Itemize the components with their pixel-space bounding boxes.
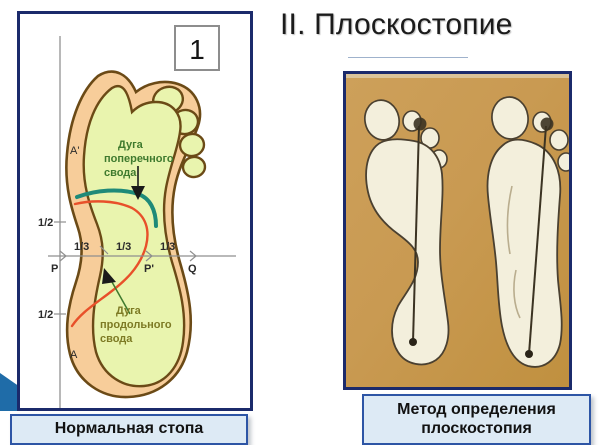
flat-print-sole <box>486 138 563 368</box>
number-badge-box <box>174 25 220 71</box>
measure-label-half-top: 1/2 <box>38 217 53 229</box>
point-label-a-bottom: A <box>70 349 78 361</box>
tick-arrow-p <box>59 250 67 262</box>
normal-foot-illustration: Дуга поперечного свода Дуга продольного … <box>38 25 236 408</box>
longitudinal-arch-pointer-line <box>111 281 131 315</box>
title-underline-rule <box>348 57 468 58</box>
caption-flatfoot-method-line2: плоскостопия <box>421 419 532 437</box>
transverse-arch-label-line3: свода <box>104 167 137 179</box>
flat-print-crease-upper <box>506 185 513 255</box>
footprint-photo-illustration <box>346 74 569 387</box>
flat-print-measure-line <box>528 125 547 355</box>
photo-top-highlight <box>346 74 569 78</box>
flat-print-crease-lower <box>513 269 521 319</box>
normal-print-measure-line <box>412 125 420 343</box>
point-label-a-top: A' <box>70 145 79 157</box>
measure-label-third-1: 1/3 <box>74 241 89 253</box>
point-label-q: Q <box>188 263 197 275</box>
measure-label-third-2: 1/3 <box>116 241 131 253</box>
point-label-p-prime: P' <box>144 263 154 275</box>
longitudinal-arch-pointer-head <box>102 268 116 284</box>
normal-print-big-toe <box>364 99 400 141</box>
transverse-arch-pointer-head <box>131 186 145 200</box>
flat-print-big-toe <box>491 96 529 140</box>
sole-contact-area <box>82 84 186 388</box>
longitudinal-arch-curve <box>70 200 149 328</box>
footprint-flat <box>486 96 569 368</box>
caption-flatfoot-method: Метод определения плоскостопия <box>362 394 591 445</box>
longitudinal-arch-label-line1: Дуга <box>116 305 142 317</box>
flat-print-toe-4 <box>557 152 569 172</box>
tick-arrow-p-prime <box>145 250 153 262</box>
flat-print-toe-3 <box>549 129 569 151</box>
point-label-p: P <box>51 263 58 275</box>
tick-arrow-q <box>189 250 197 262</box>
toe-5 <box>181 155 207 179</box>
number-badge-value: 1 <box>189 34 205 65</box>
normal-print-pin-tip <box>409 338 417 346</box>
flat-print-pin-head <box>540 117 554 131</box>
measure-label-half-bottom: 1/2 <box>38 309 53 321</box>
transverse-arch-label-line2: поперечного <box>104 153 174 165</box>
transverse-arch-label-line1: Дуга <box>118 139 144 151</box>
normal-foot-diagram-canvas: Дуга поперечного свода Дуга продольного … <box>20 14 250 408</box>
tick-mark-mid <box>99 245 109 255</box>
flat-print-pin-tip <box>525 350 533 358</box>
caption-flatfoot-method-line1: Метод определения <box>397 400 556 418</box>
normal-print-pin-head <box>413 117 427 131</box>
normal-print-sole <box>365 138 450 366</box>
footprint-normal <box>364 99 450 366</box>
flatfoot-test-photo-panel <box>343 71 572 390</box>
caption-normal-foot-text: Нормальная стопа <box>54 420 204 438</box>
page-title: II. Плоскостопие <box>280 8 513 41</box>
measure-label-third-3: 1/3 <box>160 241 175 253</box>
longitudinal-arch-label-line2: продольного <box>100 319 172 331</box>
normal-foot-diagram-panel: Дуга поперечного свода Дуга продольного … <box>17 11 253 411</box>
caption-normal-foot: Нормальная стопа <box>10 414 248 445</box>
longitudinal-arch-label-line3: свода <box>100 333 133 345</box>
